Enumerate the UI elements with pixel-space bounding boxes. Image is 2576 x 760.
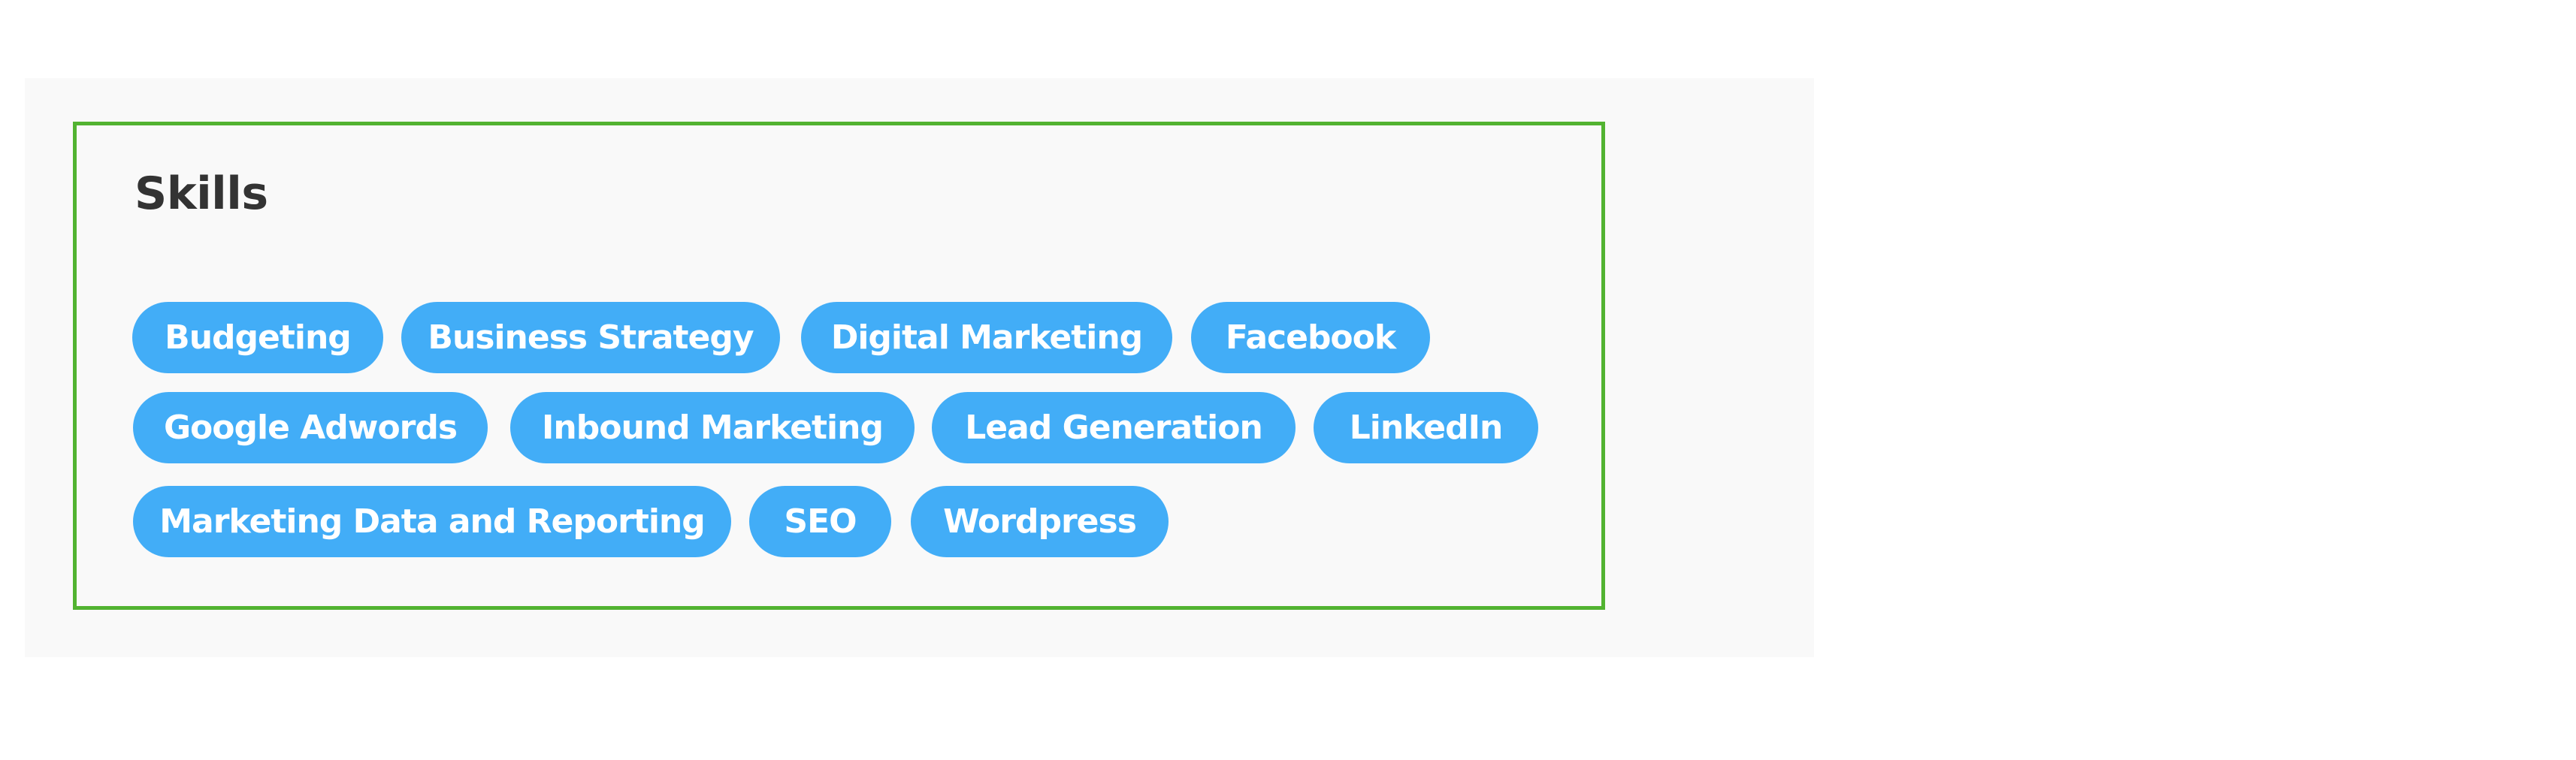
skill-tag-wordpress[interactable]: Wordpress: [911, 486, 1169, 557]
skill-tag-marketing-data-and-reporting[interactable]: Marketing Data and Reporting: [133, 486, 731, 557]
skill-tag-google-adwords[interactable]: Google Adwords: [133, 392, 488, 463]
skill-tag-business-strategy[interactable]: Business Strategy: [401, 302, 780, 373]
skill-tag-inbound-marketing[interactable]: Inbound Marketing: [510, 392, 915, 463]
skill-tag-budgeting[interactable]: Budgeting: [132, 302, 383, 373]
skill-tag-linkedin[interactable]: LinkedIn: [1314, 392, 1538, 463]
skill-tag-seo[interactable]: SEO: [749, 486, 891, 557]
skill-tag-facebook[interactable]: Facebook: [1191, 302, 1430, 373]
skill-tag-digital-marketing[interactable]: Digital Marketing: [801, 302, 1172, 373]
skills-section-title: Skills: [135, 167, 268, 220]
skill-tag-lead-generation[interactable]: Lead Generation: [932, 392, 1296, 463]
